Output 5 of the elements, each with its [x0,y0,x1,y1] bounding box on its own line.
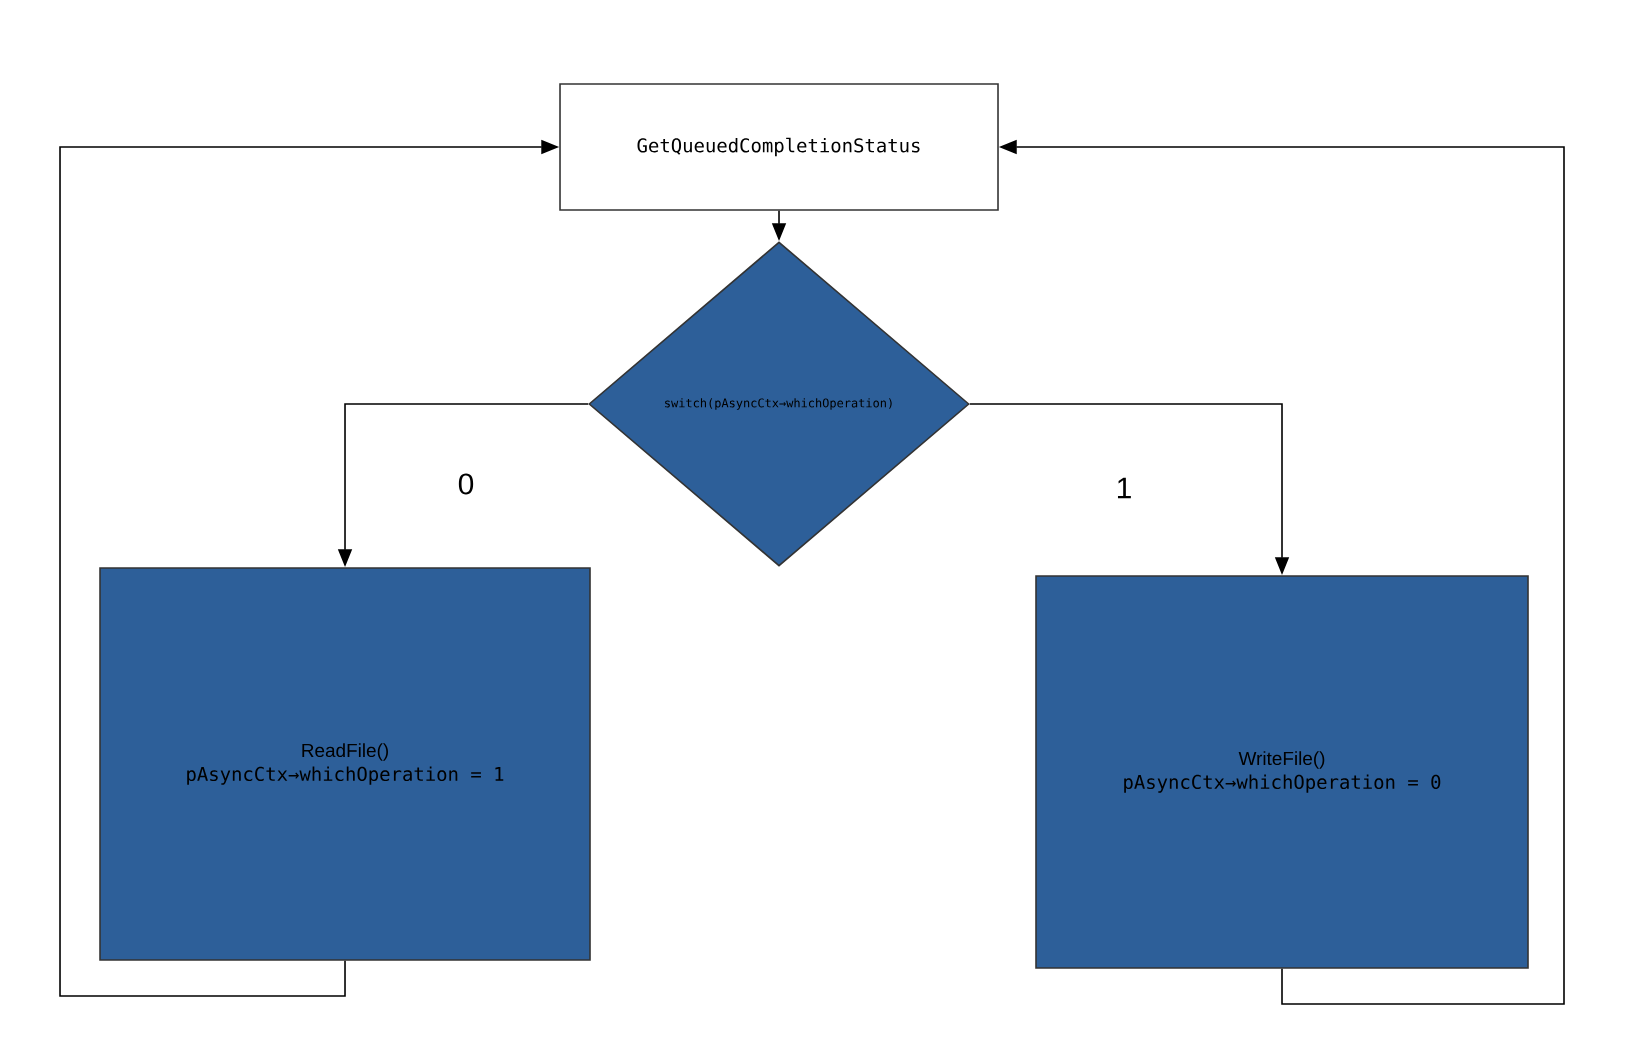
edge-label: 1 [1113,475,1135,501]
process-box: ReadFile() pAsyncCtx→whichOperation = 1 [99,567,591,961]
edge-label: 0 [455,471,477,497]
process-box: GetQueuedCompletionStatus [559,83,999,211]
process-box: WriteFile() pAsyncCtx→whichOperation = 0 [1035,575,1529,969]
